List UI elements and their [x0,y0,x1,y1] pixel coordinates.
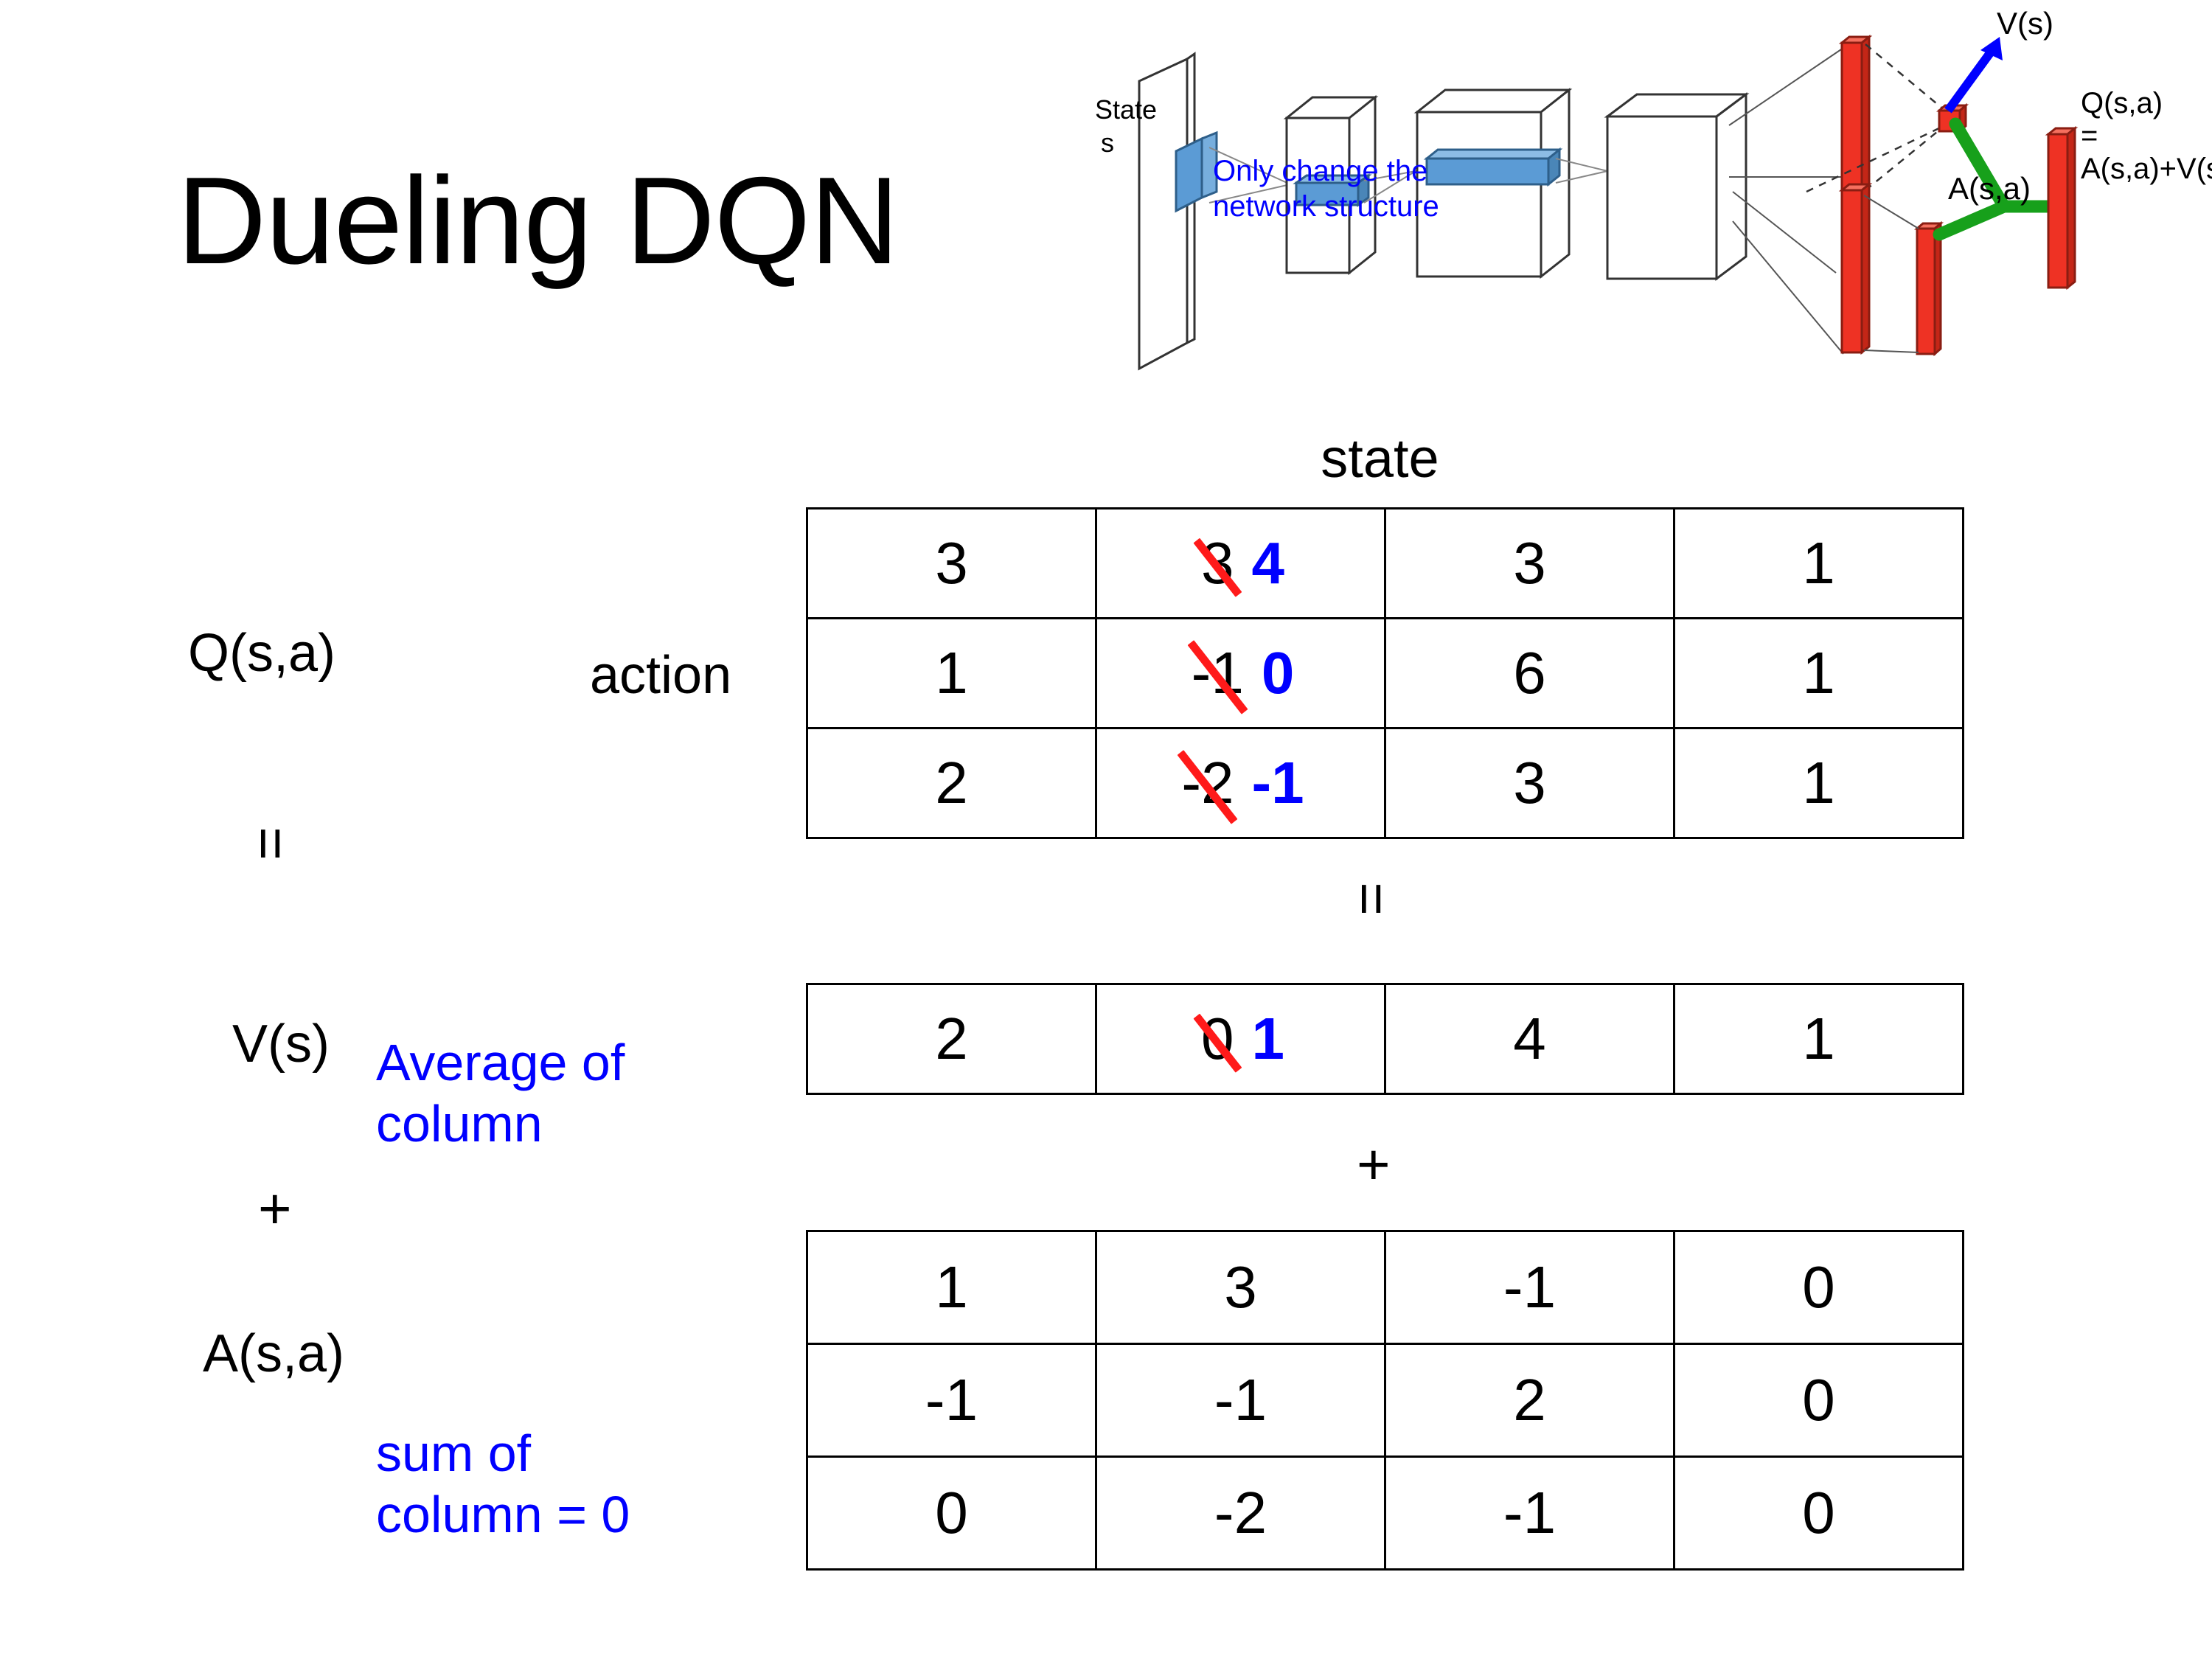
equals-glyph-middle: = [1339,882,1405,916]
sum-of-column-note: sum of column = 0 [376,1423,630,1545]
v-value-table: 2 0 1 4 1 [806,983,1964,1095]
diagram-input-label-state: State [1095,94,1158,125]
equals-sign-left: = [239,815,304,872]
action-axis-label: action [590,646,732,705]
table-row: 2 0 1 4 1 [806,983,1964,1095]
a-cell-r0c0[interactable]: 1 [806,1230,1097,1345]
sum-note-line2: column = 0 [376,1485,630,1543]
dueling-network-diagram: State s Only change the network structur… [1095,6,2212,406]
diagram-advantage-label: A(s,a) [1948,171,2031,206]
average-note-line2: column [376,1094,543,1152]
new-value: 0 [1261,640,1295,706]
a-cell-r1c2[interactable]: 2 [1384,1343,1675,1458]
table-row: 2 -2 -1 3 1 [806,727,1964,839]
a-value-table: 1 3 -1 0 -1 -1 2 0 0 -2 -1 0 [806,1230,1964,1571]
q-cell-r1c1[interactable]: -1 0 [1095,617,1386,729]
a-cell-r0c2[interactable]: -1 [1384,1230,1675,1345]
sum-note-line1: sum of [376,1425,532,1482]
new-value: 1 [1251,1006,1285,1071]
plus-sign-middle: + [1357,1132,1391,1197]
table-row: 0 -2 -1 0 [806,1455,1964,1571]
page-title: Dueling DQN [177,151,900,290]
new-value: -1 [1251,750,1304,815]
average-of-column-note: Average of column [376,1032,625,1154]
diagram-output-label-line1: Q(s,a) [2081,87,2163,119]
q-cell-r2c1[interactable]: -2 -1 [1095,727,1386,839]
old-value: 0 [1197,1009,1239,1068]
q-cell-r0c3[interactable]: 1 [1673,507,1964,619]
q-function-label: Q(s,a) [188,624,336,683]
table-row: 1 3 -1 0 [806,1230,1964,1345]
a-cell-r0c1[interactable]: 3 [1095,1230,1386,1345]
q-cell-r2c0[interactable]: 2 [806,727,1097,839]
diagram-value-label: V(s) [1997,6,2053,41]
q-cell-r1c3[interactable]: 1 [1673,617,1964,729]
a-cell-r1c3[interactable]: 0 [1673,1343,1964,1458]
q-cell-r0c1[interactable]: 3 4 [1095,507,1386,619]
state-axis-label: state [1321,428,1439,489]
diagram-note-line1: Only change the [1213,155,1428,187]
q-cell-r1c0[interactable]: 1 [806,617,1097,729]
old-value: 3 [1197,534,1239,593]
q-cell-r0c0[interactable]: 3 [806,507,1097,619]
old-value: -2 [1177,754,1238,813]
a-cell-r1c1[interactable]: -1 [1095,1343,1386,1458]
new-value: 4 [1251,530,1285,596]
q-cell-r2c3[interactable]: 1 [1673,727,1964,839]
q-cell-r2c2[interactable]: 3 [1384,727,1675,839]
q-value-table: 3 3 4 3 1 1 -1 0 6 1 2 [806,507,1964,839]
table-row: 3 3 4 3 1 [806,507,1964,619]
v-cell-c1[interactable]: 0 1 [1095,983,1386,1095]
v-cell-c3[interactable]: 1 [1673,983,1964,1095]
a-cell-r1c0[interactable]: -1 [806,1343,1097,1458]
q-cell-r1c2[interactable]: 6 [1384,617,1675,729]
diagram-input-label-s: s [1101,128,1114,158]
corrected-value: -1 0 [1187,644,1295,703]
equals-sign-middle: = [1340,870,1405,928]
equals-glyph-left: = [238,827,304,860]
corrected-value: -2 -1 [1177,754,1304,813]
diagram-output-label-line2: = A(s,a)+V(s) [2081,119,2212,185]
plus-sign-left: + [258,1176,292,1241]
corrected-value: 0 1 [1197,1009,1284,1068]
a-cell-r2c2[interactable]: -1 [1384,1455,1675,1571]
v-cell-c0[interactable]: 2 [806,983,1097,1095]
diagram-note-line2: network structure [1213,190,1439,223]
v-cell-c2[interactable]: 4 [1384,983,1675,1095]
table-row: 1 -1 0 6 1 [806,617,1964,729]
average-note-line1: Average of [376,1034,625,1091]
a-function-label: A(s,a) [203,1324,345,1383]
a-cell-r2c3[interactable]: 0 [1673,1455,1964,1571]
q-cell-r0c2[interactable]: 3 [1384,507,1675,619]
table-row: -1 -1 2 0 [806,1343,1964,1458]
corrected-value: 3 4 [1197,534,1284,593]
a-cell-r2c1[interactable]: -2 [1095,1455,1386,1571]
a-cell-r2c0[interactable]: 0 [806,1455,1097,1571]
old-value: -1 [1187,644,1248,703]
a-cell-r0c3[interactable]: 0 [1673,1230,1964,1345]
v-function-label: V(s) [232,1015,330,1074]
